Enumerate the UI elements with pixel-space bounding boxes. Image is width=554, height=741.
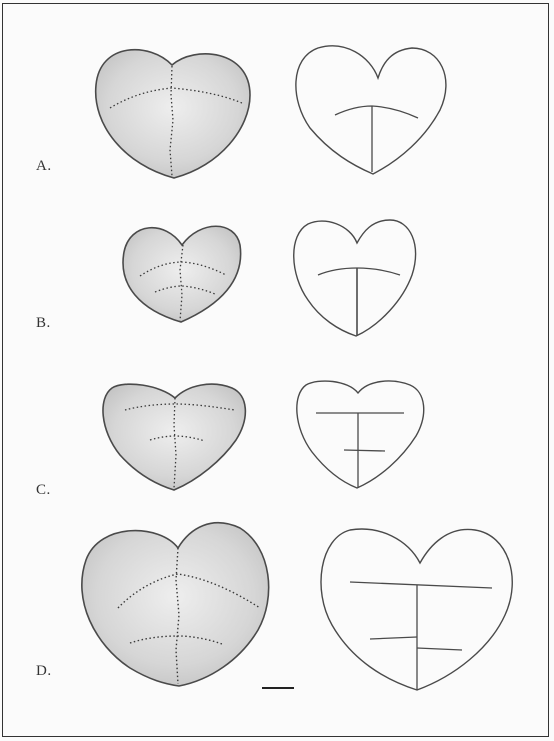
row-d-outline-diagram [321,529,512,690]
row-b-diagram-outline [294,220,416,336]
row-a-specimen-outline [96,50,250,178]
row-a-diagram-crossline [335,106,418,118]
row-b-diagram-crossline [318,268,400,275]
row-d-diagram-crossline-lower-left [370,637,417,639]
row-label-b: B. [36,315,51,332]
row-c-outline-diagram [297,381,424,488]
row-a-stippled-specimen [96,50,250,178]
row-label-c: C. [36,482,51,499]
row-c-diagram-crossline-lower [344,450,385,451]
row-c-specimen-outline [103,384,245,490]
row-b-specimen-outline [123,226,241,322]
row-label-d: D. [36,663,52,680]
row-a-diagram-outline [296,46,446,174]
row-d-specimen-outline [82,523,269,686]
row-b-stippled-specimen [123,226,241,322]
row-b-outline-diagram [294,220,416,336]
row-d-diagram-crossline-upper [350,582,492,588]
row-c-diagram-outline [297,381,424,488]
row-a-outline-diagram [296,46,446,174]
row-d-diagram-crossline-lower-right [417,648,462,650]
row-d-stippled-specimen [82,523,269,686]
row-label-a: A. [36,158,52,175]
row-c-stippled-specimen [103,384,245,490]
